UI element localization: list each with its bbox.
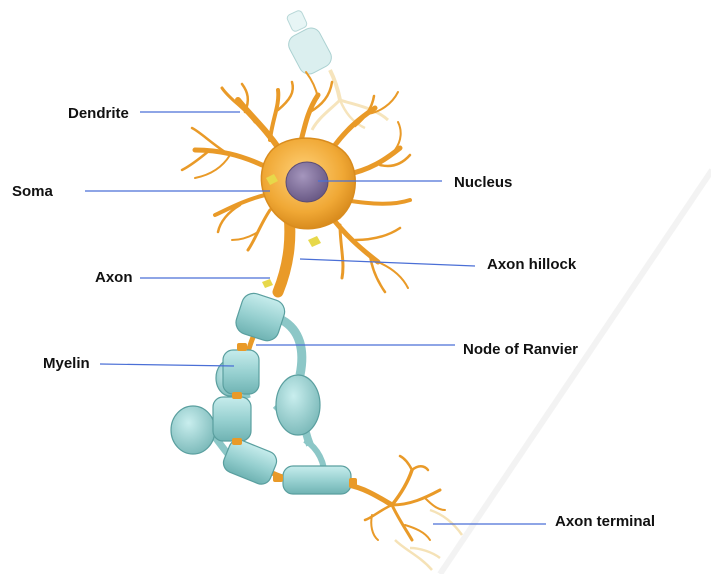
label-nucleus: Nucleus [454, 175, 512, 190]
leader-line-myelin [100, 364, 234, 366]
leader-line-axon-hillock [300, 259, 475, 266]
label-axon-terminal: Axon terminal [555, 514, 655, 529]
label-axon: Axon [95, 270, 133, 285]
label-node-of-ranvier: Node of Ranvier [463, 342, 578, 357]
nucleus-shape [286, 162, 328, 202]
soma-body [261, 138, 355, 229]
label-axon-hillock: Axon hillock [487, 257, 576, 272]
label-dendrite: Dendrite [68, 106, 129, 121]
label-myelin: Myelin [43, 356, 90, 371]
label-soma: Soma [12, 184, 53, 199]
